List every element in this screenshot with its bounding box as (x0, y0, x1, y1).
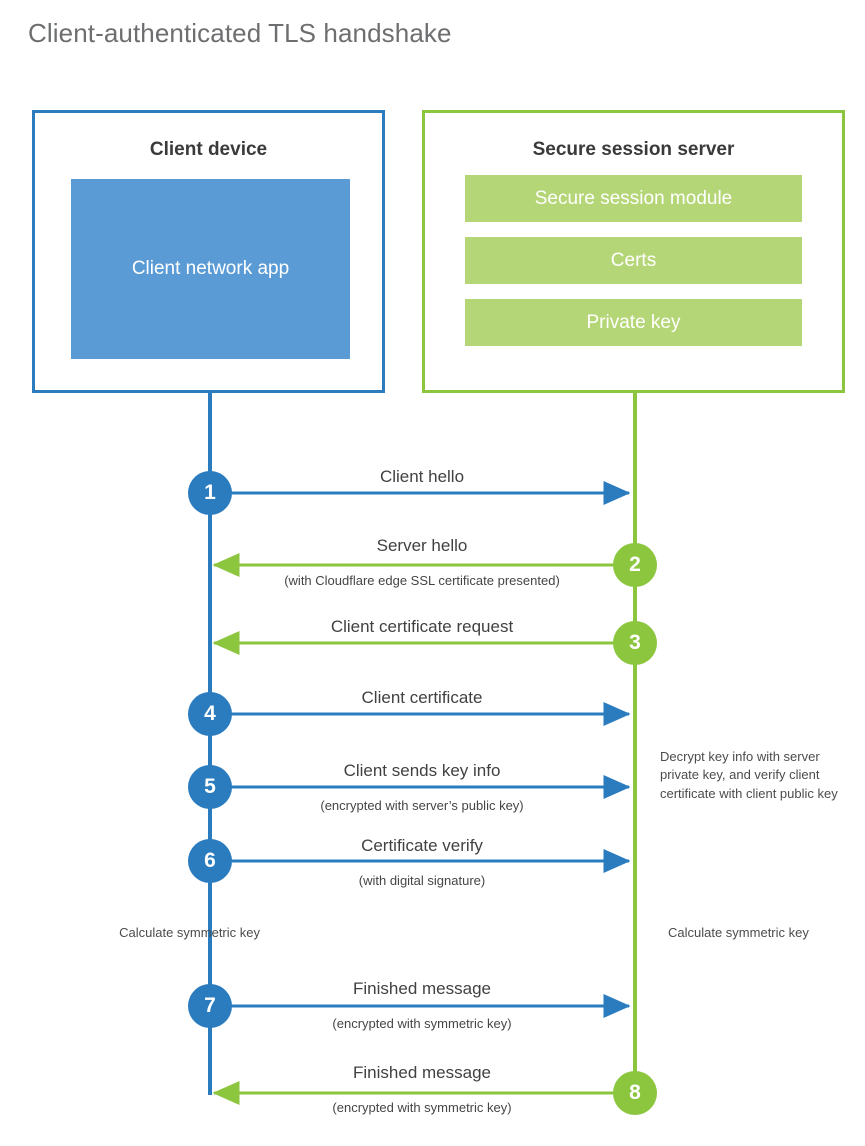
server-component-private-key: Private key (465, 299, 802, 346)
step-circle-6[interactable]: 6 (188, 839, 232, 883)
message-label-6: Certificate verify (361, 836, 483, 855)
note-calculate-symmetric-key-client: Calculate symmetric key (119, 925, 260, 940)
server-component-secure-session-module: Secure session module (465, 175, 802, 222)
message-label-4: Client certificate (361, 688, 483, 707)
message-sublabel-8: (encrypted with symmetric key) (332, 1100, 512, 1115)
secure-session-server-box: Secure session server Secure session mod… (422, 110, 845, 393)
server-lifeline (633, 393, 637, 1093)
step-circle-7[interactable]: 7 (188, 984, 232, 1028)
message-label-3: Client certificate request (330, 617, 514, 636)
step-circle-3[interactable]: 3 (613, 621, 657, 665)
server-component-list: Secure session module Certs Private key (465, 175, 802, 346)
note-calculate-symmetric-key-server: Calculate symmetric key (668, 925, 809, 940)
message-sublabel-7: (encrypted with symmetric key) (332, 1016, 512, 1031)
message-sublabel-2: (with Cloudflare edge SSL certificate pr… (284, 573, 560, 588)
message-label-7: Finished message (353, 979, 491, 998)
client-device-box: Client device Client network app (32, 110, 385, 393)
step-circle-4[interactable]: 4 (188, 692, 232, 736)
message-label-5: Client sends key info (343, 761, 501, 780)
message-label-8: Finished message (353, 1063, 491, 1082)
server-component-certs: Certs (465, 237, 802, 284)
step-circle-8[interactable]: 8 (613, 1071, 657, 1115)
client-device-title: Client device (149, 139, 268, 160)
step-circle-2[interactable]: 2 (613, 543, 657, 587)
page-title: Client-authenticated TLS handshake (28, 18, 452, 48)
message-sublabel-5: (encrypted with server’s public key) (320, 798, 524, 813)
step-circle-5[interactable]: 5 (188, 765, 232, 809)
message-sublabel-6: (with digital signature) (358, 873, 486, 888)
message-label-1: Client hello (379, 467, 465, 486)
secure-session-server-title: Secure session server (532, 139, 735, 160)
message-label-2: Server hello (376, 536, 468, 555)
client-lifeline (208, 393, 212, 1095)
step-circle-1[interactable]: 1 (188, 471, 232, 515)
client-network-app-component: Client network app (71, 179, 350, 359)
note-decrypt-key-info: Decrypt key info with server private key… (660, 749, 838, 801)
